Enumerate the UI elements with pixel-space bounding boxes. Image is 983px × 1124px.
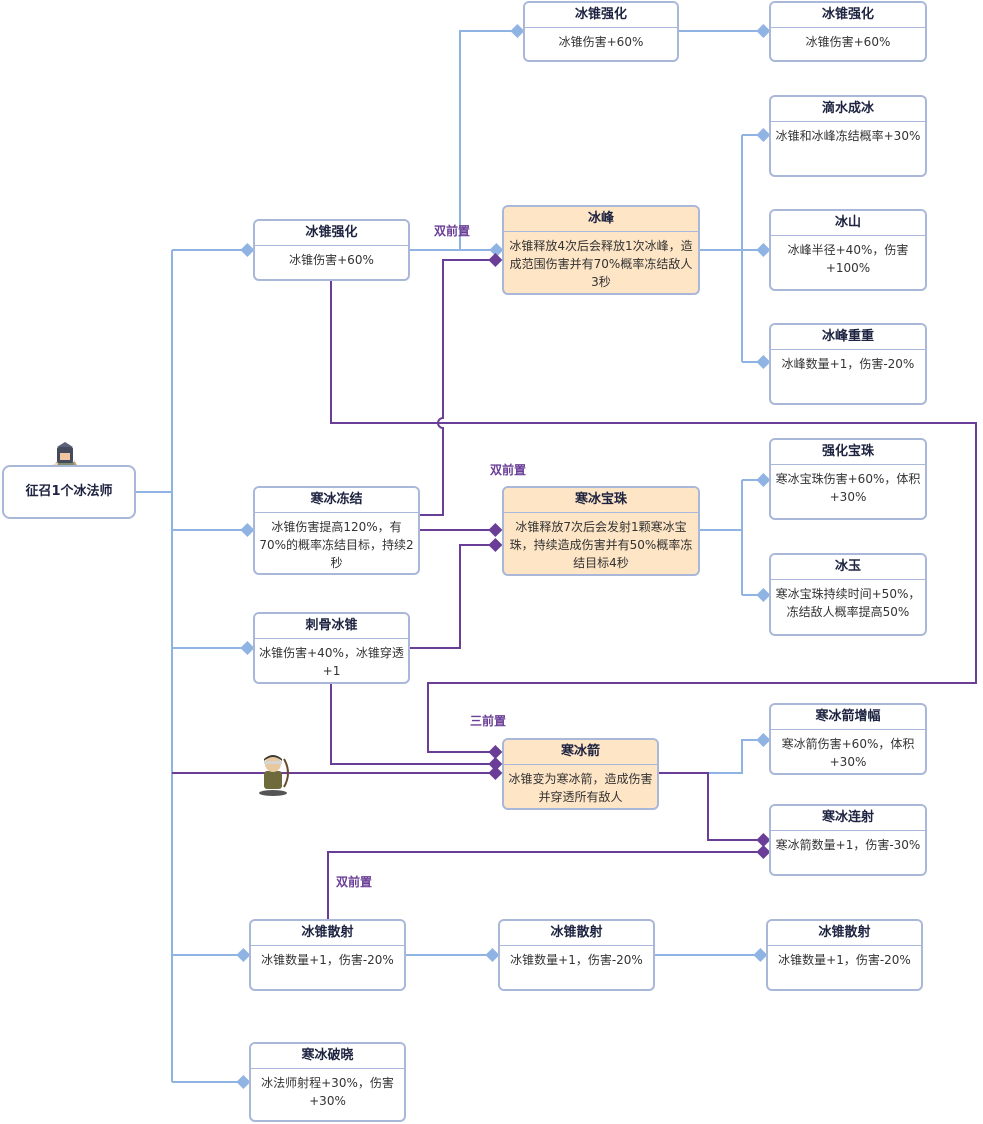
node-title: 寒冰破晓 <box>251 1044 404 1069</box>
prereq-tag: 三前置 <box>470 714 507 728</box>
node-title: 冰锥散射 <box>500 921 653 946</box>
node-body: 冰锥数量+1，伤害-20% <box>510 953 643 967</box>
node-icecone-boost-3[interactable]: 冰锥强化 冰锥伤害+60% <box>769 1 927 62</box>
node-arrow-multishot[interactable]: 寒冰连射 寒冰箭数量+1，伤害-30% <box>769 804 927 876</box>
node-title: 寒冰连射 <box>771 806 925 831</box>
node-title: 刺骨冰锥 <box>255 614 408 639</box>
node-title: 冰锥强化 <box>255 221 408 246</box>
node-body: 冰峰数量+1，伤害-20% <box>781 357 915 371</box>
node-frost-arrow[interactable]: 寒冰箭 冰锥变为寒冰箭，造成伤害并穿透所有敌人 <box>502 738 659 810</box>
node-icecone-boost-2[interactable]: 冰锥强化 冰锥伤害+60% <box>523 1 679 62</box>
node-title: 寒冰冻结 <box>255 488 418 513</box>
node-body: 寒冰宝珠伤害+60%，体积+30% <box>775 472 921 504</box>
node-title: 冰玉 <box>771 555 925 580</box>
node-title: 冰峰重重 <box>771 325 925 350</box>
node-title: 冰锥散射 <box>251 921 404 946</box>
node-frost-orb[interactable]: 寒冰宝珠 冰锥释放7次后会发射1颗寒冰宝珠，持续造成伤害并有50%概率冻结目标4… <box>502 486 700 576</box>
root-node-recruit-ice-mage[interactable]: 征召1个冰法师 <box>2 465 136 519</box>
node-body: 寒冰箭数量+1，伤害-30% <box>775 838 921 852</box>
node-title: 冰山 <box>771 211 925 236</box>
node-body: 冰峰半径+40%，伤害+100% <box>787 243 909 275</box>
node-body: 冰锥数量+1，伤害-20% <box>778 953 911 967</box>
node-title: 强化宝珠 <box>771 440 925 465</box>
prereq-tag: 双前置 <box>434 224 471 238</box>
node-title: 冰锥散射 <box>768 921 921 946</box>
prereq-tag: 双前置 <box>336 875 373 889</box>
prereq-tag: 双前置 <box>490 463 527 477</box>
node-body: 冰锥伤害+40%，冰锥穿透+1 <box>259 646 404 678</box>
node-title: 寒冰箭增幅 <box>771 705 925 730</box>
node-body: 冰锥和冰峰冻结概率+30% <box>775 129 921 143</box>
node-title: 冰锥强化 <box>771 3 925 28</box>
node-cone-scatter-1[interactable]: 冰锥散射 冰锥数量+1，伤害-20% <box>249 919 406 991</box>
node-body: 冰锥变为寒冰箭，造成伤害并穿透所有敌人 <box>508 772 653 804</box>
node-body: 冰锥释放7次后会发射1颗寒冰宝珠，持续造成伤害并有50%概率冻结目标4秒 <box>509 520 693 570</box>
archer-avatar-icon <box>252 751 294 797</box>
node-body: 冰锥伤害提高120%，有70%的概率冻结目标，持续2秒 <box>259 520 414 570</box>
node-title: 滴水成冰 <box>771 97 925 122</box>
node-arrow-amplify[interactable]: 寒冰箭增幅 寒冰箭伤害+60%，体积+30% <box>769 703 927 775</box>
node-piercing-cone[interactable]: 刺骨冰锥 冰锥伤害+40%，冰锥穿透+1 <box>253 612 410 684</box>
node-body: 冰法师射程+30%，伤害+30% <box>261 1076 394 1108</box>
node-frost-freeze[interactable]: 寒冰冻结 冰锥伤害提高120%，有70%的概率冻结目标，持续2秒 <box>253 486 420 575</box>
node-body: 寒冰宝珠持续时间+50%，冻结敌人概率提高50% <box>775 587 921 619</box>
node-title: 冰锥强化 <box>525 3 677 28</box>
node-body: 冰锥释放4次后会释放1次冰峰，造成范围伤害并有70%概率冻结敌人3秒 <box>509 239 693 289</box>
node-icecone-boost-1[interactable]: 冰锥强化 冰锥伤害+60% <box>253 219 410 281</box>
node-body: 冰锥伤害+60% <box>558 35 644 49</box>
node-ice-peak[interactable]: 冰峰 冰锥释放4次后会释放1次冰峰，造成范围伤害并有70%概率冻结敌人3秒 <box>502 205 700 295</box>
node-orb-boost[interactable]: 强化宝珠 寒冰宝珠伤害+60%，体积+30% <box>769 438 927 520</box>
node-body: 寒冰箭伤害+60%，体积+30% <box>781 737 915 769</box>
node-title: 寒冰箭 <box>504 740 657 765</box>
node-iceberg[interactable]: 冰山 冰峰半径+40%，伤害+100% <box>769 209 927 291</box>
node-body: 冰锥数量+1，伤害-20% <box>261 953 394 967</box>
node-cone-scatter-3[interactable]: 冰锥散射 冰锥数量+1，伤害-20% <box>766 919 923 991</box>
node-cone-scatter-2[interactable]: 冰锥散射 冰锥数量+1，伤害-20% <box>498 919 655 991</box>
node-body: 冰锥伤害+60% <box>805 35 891 49</box>
node-title: 冰峰 <box>504 207 698 232</box>
node-peak-multiple[interactable]: 冰峰重重 冰峰数量+1，伤害-20% <box>769 323 927 405</box>
node-body: 冰锥伤害+60% <box>289 253 374 267</box>
node-ice-jade[interactable]: 冰玉 寒冰宝珠持续时间+50%，冻结敌人概率提高50% <box>769 553 927 636</box>
node-drip-freeze[interactable]: 滴水成冰 冰锥和冰峰冻结概率+30% <box>769 95 927 177</box>
node-title: 寒冰宝珠 <box>504 488 698 513</box>
node-frost-dawn[interactable]: 寒冰破晓 冰法师射程+30%，伤害+30% <box>249 1042 406 1122</box>
